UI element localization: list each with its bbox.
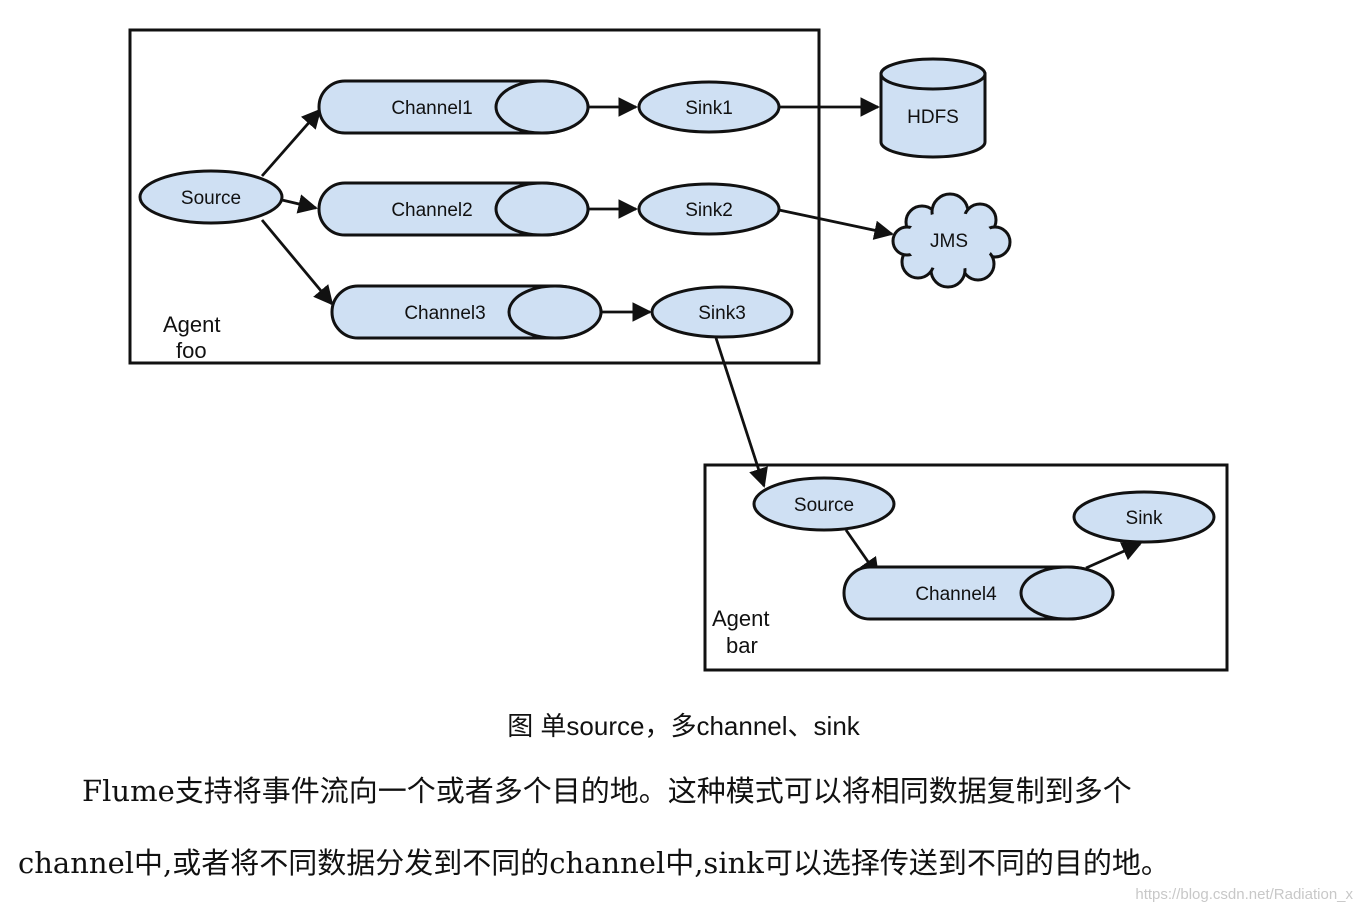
sink1-node xyxy=(637,80,781,134)
bar-source-node xyxy=(752,476,896,532)
edge-source-channel2 xyxy=(281,194,318,214)
edge-sink2-jms xyxy=(778,208,894,240)
watermark: https://blog.csdn.net/Radiation_x xyxy=(1135,886,1353,903)
bar-sink-label: Sink xyxy=(1126,508,1163,529)
channel2-label: Channel2 xyxy=(391,200,472,221)
edge-source-channel1 xyxy=(260,108,322,177)
channel1-node xyxy=(317,79,590,135)
jms-cloud-icon xyxy=(891,192,1012,289)
jms-label: JMS xyxy=(930,231,968,252)
hdfs-database-icon xyxy=(879,57,987,159)
sink2-label: Sink2 xyxy=(685,200,733,221)
agent-foo-label-line1: Agent xyxy=(163,312,221,337)
sink1-label: Sink1 xyxy=(685,98,733,119)
paragraph-line-1: Flume支持将事件流向一个或者多个目的地。这种模式可以将相同数据复制到多个 xyxy=(82,774,1132,808)
sink3-label: Sink3 xyxy=(698,303,746,324)
hdfs-label: HDFS xyxy=(907,107,959,128)
sink3-node xyxy=(650,285,794,339)
edge-sink3-bar-source xyxy=(714,337,768,488)
agent-bar-box xyxy=(703,463,1229,672)
bar-sink-node xyxy=(1072,490,1216,544)
edge-channel4-bar-sink xyxy=(1085,542,1142,570)
channel3-label: Channel3 xyxy=(404,303,485,324)
bar-source-label: Source xyxy=(794,495,854,516)
channel4-node xyxy=(842,565,1115,621)
paragraph-line-2: channel中,或者将不同数据分发到不同的channel中,sink可以选择传… xyxy=(18,846,1170,880)
foo-source-node xyxy=(138,169,284,225)
foo-source-label: Source xyxy=(181,188,241,209)
agent-foo-label-line2: foo xyxy=(176,338,207,363)
agent-bar-label-line1: Agent xyxy=(712,606,770,631)
flume-topology-diagram: Agent foo Source Channel1 Channel2 Chann… xyxy=(128,28,1229,672)
channel3-node xyxy=(330,284,603,340)
figure-caption: 图 单source，多channel、sink xyxy=(507,711,860,741)
agent-bar-label-line2: bar xyxy=(726,633,758,658)
channel4-label: Channel4 xyxy=(915,584,997,605)
channel2-node xyxy=(317,181,590,237)
channel1-label: Channel1 xyxy=(391,98,472,119)
edge-source-channel3 xyxy=(260,219,334,306)
agent-foo-box xyxy=(128,28,821,365)
sink2-node xyxy=(637,182,781,236)
